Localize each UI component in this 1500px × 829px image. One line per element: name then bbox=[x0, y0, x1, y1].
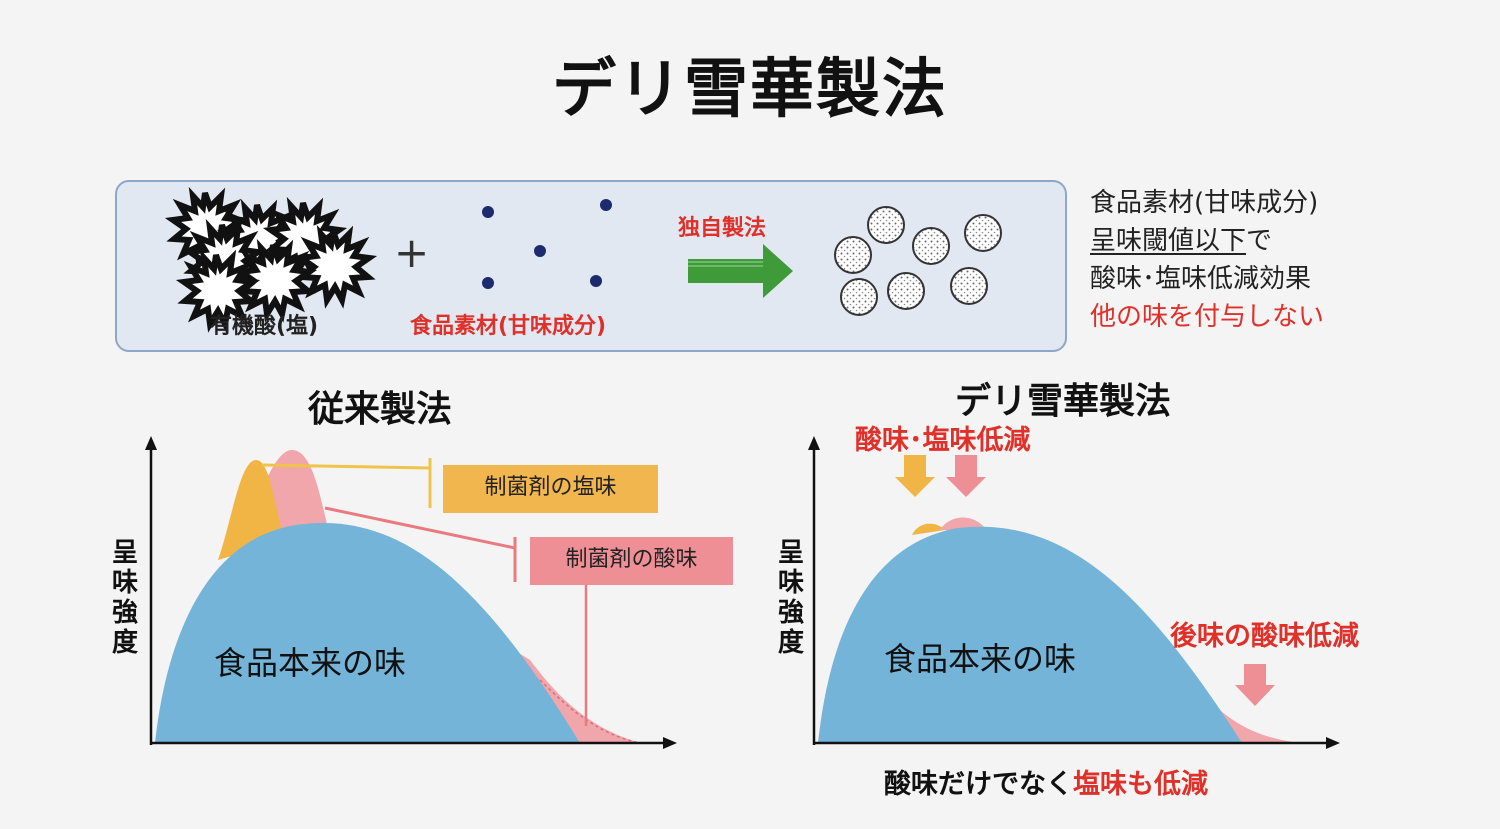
note-line-4: 他の味を付与しない bbox=[1090, 302, 1325, 332]
bottom-prefix: 酸味だけでなく bbox=[884, 769, 1073, 800]
note-suffix: で bbox=[1246, 226, 1273, 256]
conventional-title: 従来製法 bbox=[308, 389, 453, 430]
starburst-icon bbox=[232, 238, 318, 323]
note-line-2: 呈味閾値以下で bbox=[1090, 222, 1324, 260]
aftertaste-label: 後味の酸味低減 bbox=[1170, 621, 1359, 652]
food-material-dots bbox=[482, 199, 612, 289]
starburst-icon bbox=[292, 224, 378, 309]
organic-acid-label: 有機酸(塩) bbox=[210, 314, 319, 339]
process-arrow-icon bbox=[688, 244, 793, 298]
deli-y-axis-label: 呈味強度 bbox=[777, 538, 804, 658]
deli-chart bbox=[808, 436, 1340, 749]
acid-tag: 制菌剤の酸味 bbox=[565, 547, 698, 572]
food-material-label: 食品素材(甘味成分) bbox=[410, 314, 607, 339]
note-underlined: 呈味閾値以下 bbox=[1090, 226, 1247, 256]
bottom-highlight: 塩味も低減 bbox=[1073, 769, 1208, 800]
method-label: 独自製法 bbox=[678, 216, 767, 241]
starburst-icon bbox=[175, 248, 261, 333]
salt-tag: 制菌剤の塩味 bbox=[484, 475, 617, 500]
deli-title: デリ雪華製法 bbox=[955, 381, 1172, 422]
coated-particles bbox=[834, 206, 1002, 316]
side-notes: 食品素材(甘味成分) 呈味閾値以下で 酸味･塩味低減効果 他の味を付与しない bbox=[1090, 184, 1324, 336]
bottom-caption: 酸味だけでなく塩味も低減 bbox=[884, 762, 1208, 801]
conventional-base-label: 食品本来の味 bbox=[214, 644, 407, 682]
deli-base-label: 食品本来の味 bbox=[884, 640, 1077, 678]
note-line-1: 食品素材(甘味成分) bbox=[1090, 188, 1319, 218]
down-arrow-icon bbox=[1235, 664, 1275, 706]
page-title: デリ雪華製法 bbox=[552, 53, 948, 127]
down-arrow-icon bbox=[946, 455, 986, 497]
conventional-chart bbox=[145, 436, 733, 749]
plus-sign: + bbox=[394, 228, 430, 277]
down-arrow-icon bbox=[895, 455, 935, 497]
reduction-label: 酸味･塩味低減 bbox=[855, 425, 1031, 456]
conventional-y-axis-label: 呈味強度 bbox=[111, 538, 138, 658]
organic-acid-starbursts bbox=[164, 186, 378, 333]
note-line-3: 酸味･塩味低減効果 bbox=[1090, 264, 1312, 294]
